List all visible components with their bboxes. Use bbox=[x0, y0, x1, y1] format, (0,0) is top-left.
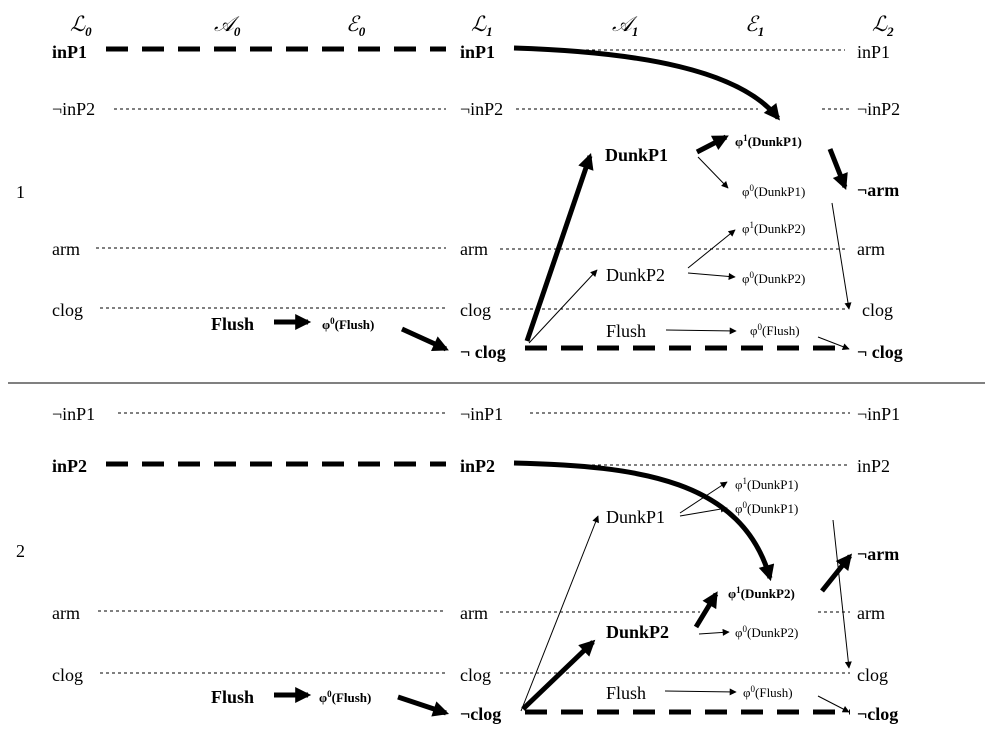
effect-phi0-flush-E1: φ0(Flush) bbox=[743, 684, 793, 700]
effect-phi0-flush-E0: φ0(Flush) bbox=[319, 689, 371, 705]
fluent-not-inP2-L2: ¬inP2 bbox=[857, 99, 900, 119]
fluent-clog-L2: clog bbox=[862, 300, 893, 320]
header-L2: ℒ2 bbox=[872, 12, 894, 39]
arrow-phi0-flush-to-not-clog-L2 bbox=[817, 336, 850, 350]
effect-phi1-dunkP2-E1: φ1(DunkP2) bbox=[742, 220, 805, 236]
arrow-inP1-to-phi1-dunkP1 bbox=[513, 45, 780, 121]
header-L0: ℒ0 bbox=[70, 12, 92, 39]
section-2: 2 ¬inP1 inP2 arm clog ¬inP1 inP2 arm clo… bbox=[16, 404, 900, 724]
fluent-not-clog-L2: ¬clog bbox=[857, 704, 898, 724]
action-dunkP2-A1: DunkP2 bbox=[606, 265, 665, 285]
fluent-not-arm-L2: ¬arm bbox=[857, 544, 899, 564]
header-A0: 𝒜0 bbox=[214, 12, 241, 39]
action-dunkP1-A1: DunkP1 bbox=[606, 507, 665, 527]
fluent-not-inP1-L1: ¬inP1 bbox=[460, 404, 503, 424]
action-flush-A0: Flush bbox=[211, 314, 254, 334]
effect-phi1-dunkP2-E1: φ1(DunkP2) bbox=[728, 585, 795, 601]
fluent-not-clog-L1: ¬ clog bbox=[460, 342, 506, 362]
fluent-clog-L1: clog bbox=[460, 300, 491, 320]
arrow-phi1-dunkP1-to-not-arm bbox=[827, 148, 848, 190]
section-1: 1 inP1 ¬inP2 arm clog inP1 ¬inP2 arm clo… bbox=[16, 42, 903, 362]
fluent-not-arm-L2: ¬arm bbox=[857, 180, 899, 200]
fluent-clog-L0: clog bbox=[52, 665, 83, 685]
action-dunkP1-A1: DunkP1 bbox=[605, 145, 668, 165]
header-E1: ℰ1 bbox=[745, 12, 764, 39]
effect-phi0-dunkP2-E1: φ0(DunkP2) bbox=[735, 624, 798, 640]
arrow-dunkP1-to-phi0 bbox=[697, 156, 729, 189]
fluent-inP2-L0: inP2 bbox=[52, 456, 87, 476]
header-E0: ℰ0 bbox=[346, 12, 366, 39]
arrow-flush-to-phi0-E1 bbox=[665, 327, 737, 335]
effect-phi0-flush-E1: φ0(Flush) bbox=[750, 322, 800, 338]
fluent-not-inP1-L0: ¬inP1 bbox=[52, 404, 95, 424]
arrow-phi0-flush-to-not-clog bbox=[400, 326, 449, 352]
fluent-clog-L2: clog bbox=[857, 665, 888, 685]
fluent-arm-L2: arm bbox=[857, 603, 885, 623]
arrow-inP2-to-phi1-dunkP2 bbox=[513, 460, 775, 582]
fluent-inP2-L2: inP2 bbox=[857, 456, 890, 476]
arrow-not-clog-to-dunkP2 bbox=[521, 639, 596, 711]
fluent-not-clog-L2: ¬ clog bbox=[857, 342, 903, 362]
arrow-dunkP2-to-phi0 bbox=[698, 628, 730, 636]
fluent-not-clog-L1: ¬clog bbox=[460, 704, 501, 724]
fluent-inP1-L0: inP1 bbox=[52, 42, 87, 62]
arrow-dunkP2-to-phi1 bbox=[687, 229, 736, 269]
section-number: 2 bbox=[16, 541, 25, 561]
arrow-dunkP1-to-phi1 bbox=[695, 134, 729, 155]
action-flush-A1: Flush bbox=[606, 683, 646, 703]
column-headers: ℒ0 𝒜0 ℰ0 ℒ1 𝒜1 ℰ1 ℒ2 bbox=[70, 12, 894, 39]
arrow-phi0-flush-to-not-clog-L2 bbox=[817, 695, 850, 713]
fluent-inP1-L1: inP1 bbox=[460, 42, 495, 62]
arrow-not-clog-to-dunkP1 bbox=[520, 515, 599, 712]
effect-phi0-dunkP2-E1: φ0(DunkP2) bbox=[742, 270, 805, 286]
effect-phi0-flush-E0: φ0(Flush) bbox=[322, 316, 374, 332]
effect-phi1-dunkP1-E1: φ1(DunkP1) bbox=[735, 133, 802, 149]
fluent-arm-L2: arm bbox=[857, 239, 885, 259]
arrow-dunkP2-to-phi1 bbox=[693, 591, 719, 629]
fluent-arm-L0: arm bbox=[52, 239, 80, 259]
fluent-not-inP1-L2: ¬inP1 bbox=[857, 404, 900, 424]
fluent-inP1-L2: inP1 bbox=[857, 42, 890, 62]
fluent-arm-L0: arm bbox=[52, 603, 80, 623]
fluent-clog-L1: clog bbox=[460, 665, 491, 685]
fluent-inP2-L1: inP2 bbox=[460, 456, 495, 476]
header-A1: 𝒜1 bbox=[612, 12, 638, 39]
fluent-not-inP2-L0: ¬inP2 bbox=[52, 99, 95, 119]
arrow-dunkP2-to-phi0 bbox=[687, 272, 736, 280]
arrow-phi0-flush-to-not-clog bbox=[397, 694, 450, 717]
arrow-dunkP1-to-phi0 bbox=[679, 505, 728, 517]
action-flush-A0: Flush bbox=[211, 687, 254, 707]
arrow-not-clog-to-dunkP2 bbox=[528, 269, 598, 344]
action-flush-A1: Flush bbox=[606, 321, 646, 341]
action-dunkP2-A1: DunkP2 bbox=[606, 622, 669, 642]
fluent-arm-L1: arm bbox=[460, 239, 488, 259]
fluent-not-inP2-L1: ¬inP2 bbox=[460, 99, 503, 119]
arrow-not-clog-to-dunkP1 bbox=[524, 152, 594, 342]
section-number: 1 bbox=[16, 182, 25, 202]
fluent-arm-L1: arm bbox=[460, 603, 488, 623]
arrow-phi0-dunkP1-to-clog bbox=[832, 519, 852, 669]
arrow-phi0-dunkP1-to-clog bbox=[831, 202, 852, 310]
arrow-dunkP1-to-phi1 bbox=[679, 481, 728, 514]
header-L1: ℒ1 bbox=[471, 12, 493, 39]
fluent-clog-L0: clog bbox=[52, 300, 83, 320]
arrow-flush-to-phi0-E1 bbox=[664, 688, 737, 696]
effect-phi0-dunkP1-E1: φ0(DunkP1) bbox=[735, 500, 798, 516]
arrow-phi1-dunkP2-to-not-arm bbox=[820, 553, 852, 593]
effect-phi0-dunkP1-E1: φ0(DunkP1) bbox=[742, 183, 805, 199]
effect-phi1-dunkP1-E1: φ1(DunkP1) bbox=[735, 476, 798, 492]
